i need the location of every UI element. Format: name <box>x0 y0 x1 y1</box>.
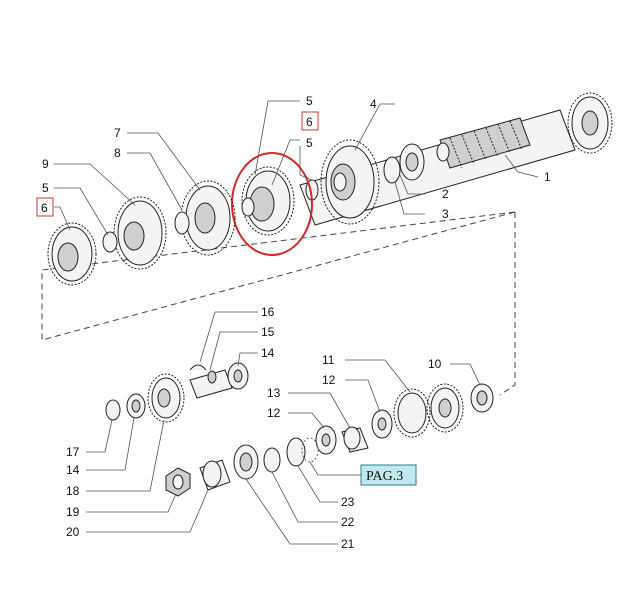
snap-ring-17 <box>105 399 121 421</box>
callout-8: 8 <box>114 146 121 160</box>
callout-12-upper: 12 <box>322 373 336 387</box>
callout-11: 11 <box>322 353 335 367</box>
washer-2 <box>436 142 450 162</box>
callout-18: 18 <box>66 484 80 498</box>
washer-22 <box>263 447 281 473</box>
callout-14-upper: 14 <box>261 346 275 360</box>
needle-bearing-14a <box>126 393 146 419</box>
callout-2: 2 <box>442 187 449 201</box>
callout-15: 15 <box>261 325 275 339</box>
highlight-box-6-upper <box>301 111 319 131</box>
callout-22: 22 <box>341 515 355 529</box>
callout-13: 13 <box>267 386 281 400</box>
callout-23: 23 <box>341 495 355 509</box>
callout-1: 1 <box>544 170 551 184</box>
bearing-12b <box>315 425 337 455</box>
callout-12-lower: 12 <box>267 406 281 420</box>
page-reference-tag[interactable]: PAG.3 <box>360 464 417 486</box>
shaft-stub-15 <box>189 369 233 399</box>
bearing-21 <box>233 444 259 480</box>
nut-20 <box>165 467 191 497</box>
callout-9: 9 <box>42 157 49 171</box>
callout-5-left: 5 <box>42 181 49 195</box>
highlight-circle <box>231 152 313 256</box>
bearing-2 <box>383 143 425 184</box>
spacer-13 <box>341 426 369 453</box>
snap-ring-23 <box>286 437 319 467</box>
callout-7: 7 <box>114 126 121 140</box>
gear-9 <box>102 196 167 270</box>
callout-5-upper: 5 <box>306 94 313 108</box>
key-16 <box>189 364 207 371</box>
leader-lines <box>54 100 539 545</box>
bushing-19 <box>199 459 231 491</box>
callout-14-lower: 14 <box>66 463 80 477</box>
bearing-12a <box>371 409 393 439</box>
callout-19: 19 <box>66 505 80 519</box>
highlight-box-6-left <box>36 197 54 217</box>
callout-6-left: 6 <box>41 201 48 215</box>
callout-20: 20 <box>66 525 80 539</box>
left-synchronizer <box>47 222 97 286</box>
page-reference-label: PAG.3 <box>366 469 403 484</box>
gear-7 <box>174 180 236 256</box>
callout-3: 3 <box>442 207 449 221</box>
assembly-dashed-path <box>41 211 516 396</box>
bearing-14b <box>227 362 249 390</box>
callout-10: 10 <box>428 357 442 371</box>
gear-18 <box>147 373 185 423</box>
callout-16: 16 <box>261 305 275 319</box>
gear-4 <box>320 139 380 225</box>
callout-17: 17 <box>66 445 80 459</box>
gear-11 <box>393 383 464 438</box>
callout-labels: 1 2 3 4 5 6 5 7 8 9 5 6 16 15 14 11 10 1… <box>41 94 551 551</box>
callout-6-upper: 6 <box>306 115 313 129</box>
bearing-10 <box>470 383 494 413</box>
callout-21: 21 <box>341 537 355 551</box>
callout-5-mid: 5 <box>306 136 313 150</box>
callout-4: 4 <box>370 97 377 111</box>
